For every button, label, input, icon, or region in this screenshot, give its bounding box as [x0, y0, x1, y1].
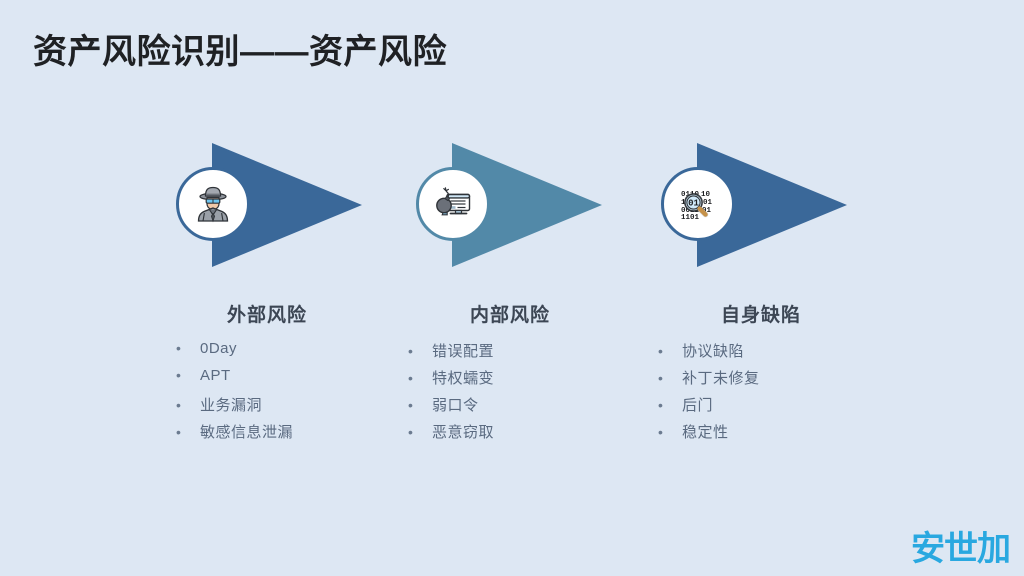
list-item: • 补丁未修复: [658, 367, 760, 394]
bullet-dot: •: [408, 343, 413, 359]
list-item: • 弱口令: [408, 394, 494, 421]
bullet-dot: •: [176, 367, 181, 383]
svg-text:10: 10: [701, 191, 711, 199]
list-item-label: 协议缺陷: [682, 343, 745, 360]
list-item: • 特权蠕变: [408, 367, 494, 394]
bullet-list-internal: • 错误配置 • 特权蠕变 • 弱口令 • 恶意窃取: [408, 340, 494, 448]
bullet-list-defects: • 协议缺陷 • 补丁未修复 • 后门 • 稳定性: [658, 340, 760, 448]
svg-text:1101: 1101: [681, 214, 700, 222]
list-item-label: 敏感信息泄漏: [200, 424, 294, 441]
page-title: 资产风险识别——资产风险: [33, 33, 447, 71]
bullet-dot: •: [176, 424, 181, 440]
list-item-label: 后门: [682, 397, 714, 414]
bomb-monitor-icon: [431, 182, 475, 226]
list-item-label: 0Day: [200, 340, 238, 357]
list-item: • 0Day: [176, 340, 293, 367]
bullet-dot: •: [176, 340, 181, 356]
bullet-dot: •: [658, 424, 663, 440]
group-heading-internal: 内部风险: [469, 305, 550, 326]
list-item: • 业务漏洞: [176, 394, 293, 421]
list-item-label: 业务漏洞: [200, 397, 263, 414]
bullet-dot: •: [658, 370, 663, 386]
icon-badge-internal: [416, 167, 490, 241]
icon-badge-external: [176, 167, 250, 241]
list-item: • 敏感信息泄漏: [176, 421, 293, 448]
list-item-label: 稳定性: [682, 424, 729, 441]
bullet-dot: •: [658, 397, 663, 413]
list-item-label: APT: [200, 367, 231, 384]
brand-logo: 安世加: [890, 522, 1011, 568]
list-item: • 恶意窃取: [408, 421, 494, 448]
bullet-dot: •: [658, 343, 663, 359]
list-item-label: 错误配置: [432, 343, 495, 360]
list-item: • 稳定性: [658, 421, 760, 448]
svg-text:01: 01: [702, 207, 712, 215]
list-item: • 错误配置: [408, 340, 494, 367]
list-item-label: 恶意窃取: [432, 424, 495, 441]
list-item: • APT: [176, 367, 293, 394]
list-item-label: 补丁未修复: [682, 370, 760, 387]
bullet-dot: •: [408, 424, 413, 440]
group-heading-defects: 自身缺陷: [720, 305, 801, 326]
svg-text:01: 01: [688, 199, 699, 209]
list-item-label: 弱口令: [432, 397, 479, 414]
list-item-label: 特权蠕变: [432, 370, 495, 387]
bullet-dot: •: [176, 397, 181, 413]
list-item: • 后门: [658, 394, 760, 421]
bullet-dot: •: [408, 370, 413, 386]
brand-logo-text: 安世加: [911, 530, 1011, 568]
list-item: • 协议缺陷: [658, 340, 760, 367]
spy-icon: [191, 182, 235, 226]
bullet-list-external: • 0Day • APT • 业务漏洞 • 敏感信息泄漏: [176, 340, 293, 448]
bullet-dot: •: [408, 397, 413, 413]
group-heading-external: 外部风险: [226, 305, 307, 326]
risk-group-external: 外部风险 • 0Day • APT • 业务漏洞 • 敏感信息泄漏: [130, 140, 430, 460]
risk-group-internal: 内部风险 • 错误配置 • 特权蠕变 • 弱口令 • 恶意窃取: [370, 140, 670, 460]
svg-text:01: 01: [703, 199, 713, 207]
